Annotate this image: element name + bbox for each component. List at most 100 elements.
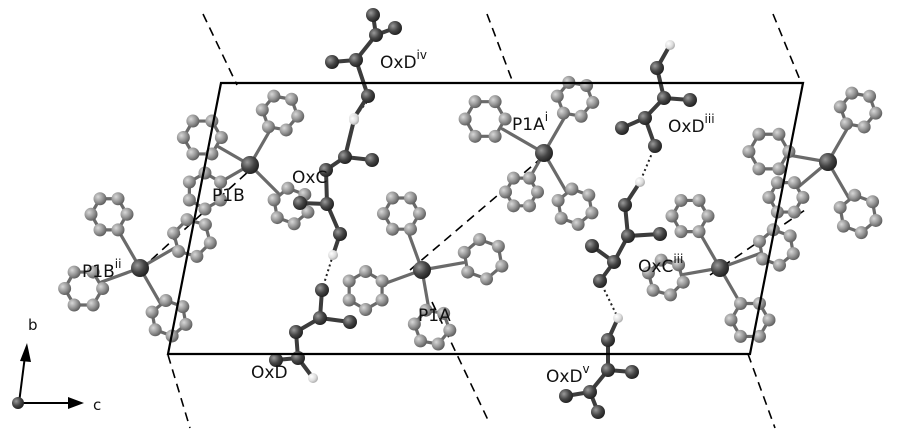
- heavy-atom: [591, 405, 605, 419]
- carbon-atom: [654, 253, 668, 267]
- carbon-atom: [869, 213, 883, 227]
- carbon-atom: [839, 117, 853, 131]
- carbon-atom: [203, 236, 217, 250]
- heavy-atom: [313, 311, 327, 325]
- c-axis-arrowhead: [68, 397, 84, 409]
- carbon-atom: [437, 306, 451, 320]
- carbon-atom: [665, 209, 679, 223]
- carbon-atom: [742, 145, 756, 159]
- carbon-atom: [342, 274, 356, 288]
- heavy-atom: [648, 139, 662, 153]
- carbon-atom: [762, 313, 776, 327]
- heavy-atom: [365, 153, 379, 167]
- carbon-atom: [773, 258, 787, 272]
- carbon-atom: [523, 171, 536, 185]
- carbon-atom: [376, 207, 390, 221]
- carbon-atom: [786, 247, 800, 261]
- heavy-atom: [293, 196, 307, 210]
- carbon-atom: [796, 190, 810, 204]
- carbon-atom: [582, 188, 596, 202]
- carbon-atom: [148, 323, 162, 337]
- carbon-atom: [111, 223, 125, 237]
- symmetry-line: [431, 301, 489, 421]
- carbon-atom: [752, 127, 766, 141]
- carbon-atom: [186, 114, 200, 128]
- carbon-atom: [120, 207, 134, 221]
- label-oxd: OxD: [251, 363, 288, 383]
- carbon-atom: [443, 323, 457, 337]
- carbon-atom: [488, 95, 502, 109]
- label-p1b-ii: P1Bii: [82, 257, 121, 282]
- symmetry-line: [747, 353, 776, 429]
- carbon-atom: [214, 193, 228, 207]
- hydrogen-atom: [665, 40, 675, 50]
- carbon-atom: [556, 106, 570, 120]
- carbon-atom: [498, 112, 512, 126]
- carbon-atom: [96, 282, 110, 296]
- carbon-atom: [182, 193, 196, 207]
- carbon-atom: [854, 226, 868, 240]
- heavy-atom: [361, 89, 375, 103]
- carbon-atom: [641, 266, 655, 280]
- heavy-atom: [618, 198, 632, 212]
- axis-origin-atom: [12, 397, 24, 409]
- carbon-atom: [190, 249, 204, 263]
- carbon-atom: [770, 176, 784, 190]
- axis-indicator: b c: [12, 316, 101, 414]
- carbon-atom: [772, 127, 786, 141]
- carbon-atom: [342, 293, 356, 307]
- carbon-atom: [412, 207, 426, 221]
- carbon-atom: [565, 182, 579, 196]
- carbon-atom: [403, 222, 417, 236]
- carbon-atom: [734, 297, 747, 311]
- carbon-atom: [863, 89, 877, 103]
- heavy-atom: [819, 153, 837, 171]
- heavy-atom: [585, 239, 599, 253]
- label-oxc: OxC: [292, 168, 327, 188]
- carbon-atom: [845, 86, 859, 100]
- carbon-atom: [833, 100, 847, 114]
- heavy-atom: [366, 8, 380, 22]
- carbon-atom: [523, 199, 536, 213]
- carbon-atom: [499, 185, 512, 199]
- label-p1b: P1B: [212, 186, 245, 206]
- carbon-atom: [182, 175, 196, 189]
- heavy-atom: [593, 274, 607, 288]
- carbon-atom: [734, 329, 747, 343]
- carbon-atom: [285, 92, 299, 106]
- heavy-atom: [638, 111, 652, 125]
- carbon-atom: [270, 211, 284, 225]
- carbon-atom: [414, 334, 428, 348]
- carbon-atom: [551, 194, 565, 208]
- unit-cell-outline: [166, 81, 805, 356]
- carbon-atom: [145, 305, 159, 319]
- symmetry-line: [139, 169, 251, 271]
- heavy-atom: [607, 255, 621, 269]
- carbon-atom: [752, 234, 766, 248]
- carbon-atom: [375, 293, 389, 307]
- carbon-atom: [783, 229, 797, 243]
- label-p1a-i: P1Ai: [512, 110, 548, 135]
- carbon-atom: [385, 191, 399, 205]
- carbon-atom: [198, 202, 212, 216]
- heavy-atom: [349, 53, 363, 67]
- carbon-atom: [787, 205, 801, 219]
- carbon-atom: [866, 195, 880, 209]
- heavy-atom: [315, 283, 329, 297]
- heavy-atom: [320, 197, 334, 211]
- heavy-atom: [333, 227, 347, 241]
- carbon-atom: [586, 95, 600, 109]
- heavy-atom: [131, 259, 149, 277]
- carbon-atom: [491, 239, 505, 253]
- carbon-atom: [507, 171, 520, 185]
- carbon-atom: [468, 129, 482, 143]
- carbon-atom: [359, 303, 373, 317]
- carbon-atom: [574, 109, 588, 123]
- carbon-atom: [267, 89, 281, 103]
- label-oxd-iii: OxDiii: [668, 112, 715, 137]
- b-axis-arrow: [18, 355, 26, 404]
- hydrogen-atom: [349, 115, 359, 125]
- atom-labels: OxDiv P1Ai OxDiii OxC P1B P1Bii OxCiii P…: [82, 48, 715, 387]
- carbon-atom: [179, 317, 193, 331]
- carbon-atom: [836, 219, 850, 233]
